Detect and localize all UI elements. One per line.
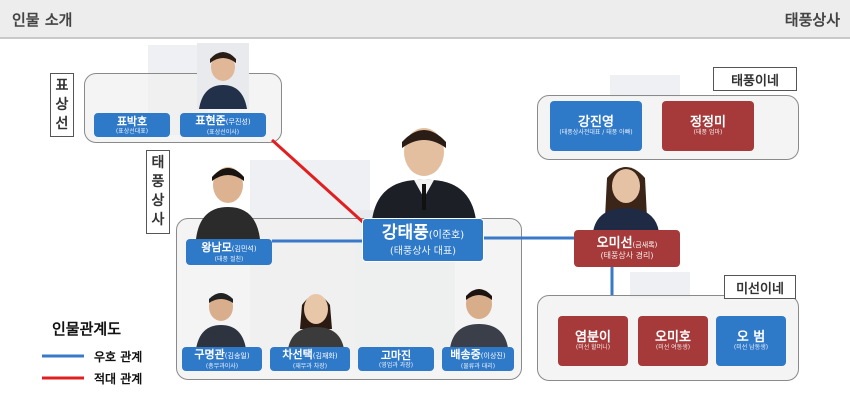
character-desc: (물류과 대리) [460,362,496,370]
character-name: 강진영 [578,114,614,130]
character-actor: (김재화) [312,351,338,360]
character-gu-myeonggwan[interactable]: 구명관(김송일) (총무과이사) [182,347,262,371]
character-desc: (미선 남동생) [733,343,769,351]
legend-hostile-label: 적대 관계 [94,372,143,386]
hostile-line [270,138,367,226]
character-actor: (김송일) [224,351,250,360]
character-desc: (표상선대표) [115,127,149,135]
character-o-beom[interactable]: 오 범 (미선 남동생) [716,316,786,366]
character-pyo-hyeonjun[interactable]: 표현준(무진성) (표상선이사) [180,113,266,137]
character-name: 오미선 [596,236,633,251]
portrait-cha-seontaek [286,285,346,349]
header-bar: 인물 소개 태풍상사 [0,0,850,39]
portrait-gu-myeonggwan [196,285,246,349]
character-desc: (표상선이사) [206,128,240,136]
legend-hostile: 적대 관계 [42,370,142,387]
company-title: 태풍상사 [784,11,840,29]
character-desc: (태풍 절친) [214,255,244,263]
character-desc: (재무과 차장) [292,362,328,370]
character-cha-seontaek[interactable]: 차선택(김재화) (재무과 차장) [270,347,350,371]
character-actor: (이상진) [480,351,506,360]
character-actor: (김민석) [231,244,257,253]
character-o-miho[interactable]: 오미호 (미선 여동생) [638,316,708,366]
character-actor: (금새록) [632,241,658,249]
character-name: 차선택 [282,347,313,361]
character-desc: (영업과 과장) [378,361,414,369]
character-o-miseon[interactable]: 오미선(금새록) (태풍상사 경리) [574,230,680,267]
character-name: 표현준 [195,113,226,127]
pyosangseon-label: 표 상 선 [50,73,74,137]
portrait-pyo-hyeonjun [197,43,249,109]
character-desc: (태풍상사 경리) [600,251,654,260]
portrait-bae-songjung [448,280,510,348]
character-actor: (이준호) [428,229,465,241]
character-name: 구명관 [194,347,225,361]
character-name: 표박호 [116,114,148,128]
taepung-family-label: 태풍이네 [713,67,797,91]
section-title: 인물 소개 [12,11,73,29]
character-wang-nammo[interactable]: 왕남모(김민석) (태풍 절친) [186,239,272,265]
character-go-majin[interactable]: 고마진 (영업과 과장) [358,347,434,371]
miseon-family-label: 미선이네 [724,275,796,299]
character-name: 왕남모 [201,240,232,254]
character-name: 배송중 [450,347,481,361]
legend-friendly: 우호 관계 [42,348,142,365]
character-desc: (총무과이사) [205,362,239,370]
portrait-o-miseon [589,158,663,232]
character-name: 고마진 [380,348,412,362]
character-name: 오미호 [655,329,691,345]
character-pyo-bakho[interactable]: 표박호 (표상선대표) [94,113,170,137]
background-house [610,75,680,97]
character-jeong-jeongmi[interactable]: 정정미 (태풍 엄마) [662,101,754,151]
character-gang-jinyoung[interactable]: 강진영 (태풍상사전대표 / 태풍 아빠) [550,101,642,151]
character-name: 염분이 [575,329,611,345]
taepung-company-label: 태 풍 상 사 [146,150,170,234]
character-name: 오 범 [736,329,766,345]
character-desc: (태풍상사전대표 / 태풍 아빠) [559,128,633,136]
character-desc: (태풍 엄마) [693,128,723,136]
legend-title: 인물관계도 [52,320,122,338]
character-bae-songjung[interactable]: 배송중(이상진) (물류과 대리) [442,347,514,371]
legend-friendly-label: 우호 관계 [94,350,143,364]
portrait-gang-taepung [370,118,478,220]
background-house [630,272,690,298]
character-yeom-buni[interactable]: 염분이 (미선 할머니) [558,316,628,366]
character-actor: (무진성) [225,117,251,126]
character-name: 강태풍 [381,222,429,243]
portrait-wang-nammo [196,157,260,239]
character-name: 정정미 [690,114,726,130]
character-desc: (미선 할머니) [575,343,611,351]
character-desc: (태풍상사 대표) [389,245,457,257]
character-desc: (미선 여동생) [655,343,691,351]
character-gang-taepung[interactable]: 강태풍(이준호) (태풍상사 대표) [362,218,484,262]
